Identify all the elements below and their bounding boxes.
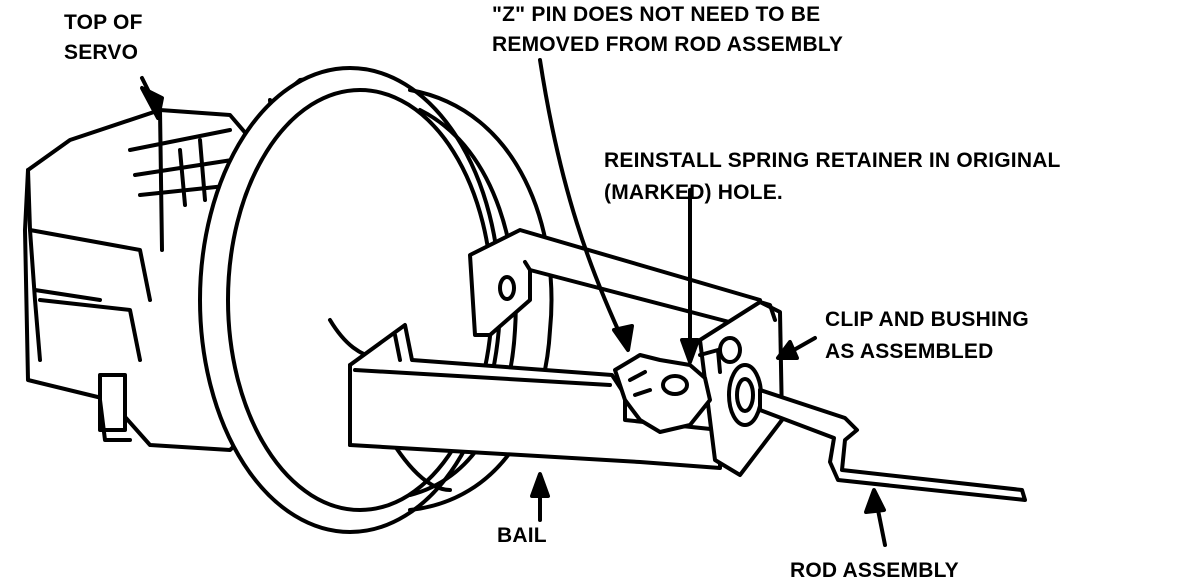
label-clip-bushing-line2: AS ASSEMBLED (825, 340, 994, 363)
label-spring-retainer-line2: (MARKED) HOLE. (604, 181, 783, 204)
rod-assembly (758, 388, 1027, 502)
label-spring-retainer-line1: REINSTALL SPRING RETAINER IN ORIGINAL (604, 149, 1061, 172)
end-plate (698, 300, 784, 477)
spring-retainer (613, 348, 722, 434)
bail-strap (348, 323, 722, 470)
label-z-pin-line2: REMOVED FROM ROD ASSEMBLY (492, 33, 844, 56)
label-z-pin-line1: "Z" PIN DOES NOT NEED TO BE (492, 3, 821, 26)
label-bail: BAIL (497, 524, 547, 547)
label-top-of-servo-line1: TOP OF (64, 11, 143, 34)
label-rod-assembly: ROD ASSEMBLY (790, 559, 959, 582)
leader-lines (140, 58, 887, 547)
label-top-of-servo-line2: SERVO (64, 41, 139, 64)
mounting-bracket (468, 228, 762, 337)
label-clip-bushing-line1: CLIP AND BUSHING (825, 308, 1029, 331)
